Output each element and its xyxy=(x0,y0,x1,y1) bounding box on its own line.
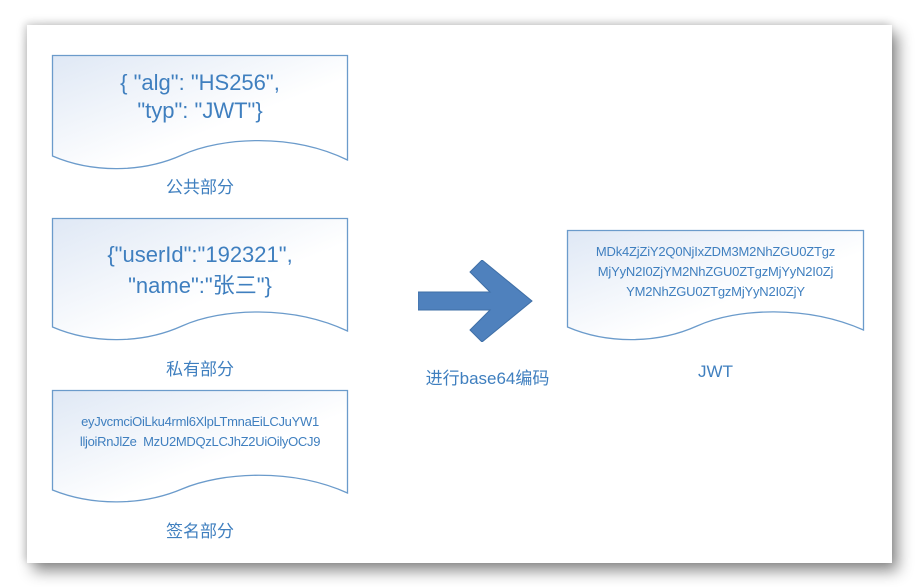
header-line-1: { "alg": "HS256", xyxy=(120,70,280,95)
document-shape-icon xyxy=(51,389,349,503)
right-arrow-icon xyxy=(418,260,533,342)
payload-line-1: {"userId":"192321", xyxy=(107,242,293,267)
arrow-label: 进行base64编码 xyxy=(425,369,550,388)
header-line-2: "typ": "JWT"} xyxy=(137,98,263,123)
jwt-line-3: YM2NhZGU0ZTgzMjYyN2I0ZjY xyxy=(626,284,805,299)
signature-label: 签名部分 xyxy=(166,522,234,541)
jwt-line-2: MjYyN2I0ZjYM2NhZGU0ZTgzMjYyN2I0Zj xyxy=(597,264,834,279)
signature-document: eyJvcmciOiLku4rml6XlpLTmnaEiLCJuYW1 lljo… xyxy=(51,389,349,510)
document-shape-icon xyxy=(566,229,865,341)
payload-label: 私有部分 xyxy=(166,360,234,379)
document-shape-icon xyxy=(51,54,349,170)
payload-line-2: "name":"张三"} xyxy=(128,273,272,298)
document-shape-icon xyxy=(51,217,349,341)
jwt-line-1: MDk4ZjZiY2Q0NjIxZDM3M2NhZGU0ZTgz xyxy=(595,244,836,259)
header-label: 公共部分 xyxy=(166,178,234,197)
header-document: { "alg": "HS256", "typ": "JWT"} xyxy=(51,54,349,175)
payload-document: {"userId":"192321", "name":"张三"} xyxy=(51,217,349,348)
signature-line-1: eyJvcmciOiLku4rml6XlpLTmnaEiLCJuYW1 xyxy=(81,414,319,429)
signature-line-2: lljoiRnJlZe MzU2MDQzLCJhZ2UiOilyOCJ9 xyxy=(79,434,321,449)
jwt-label: JWT xyxy=(698,362,733,381)
jwt-document: MDk4ZjZiY2Q0NjIxZDM3M2NhZGU0ZTgz MjYyN2I… xyxy=(566,229,865,350)
